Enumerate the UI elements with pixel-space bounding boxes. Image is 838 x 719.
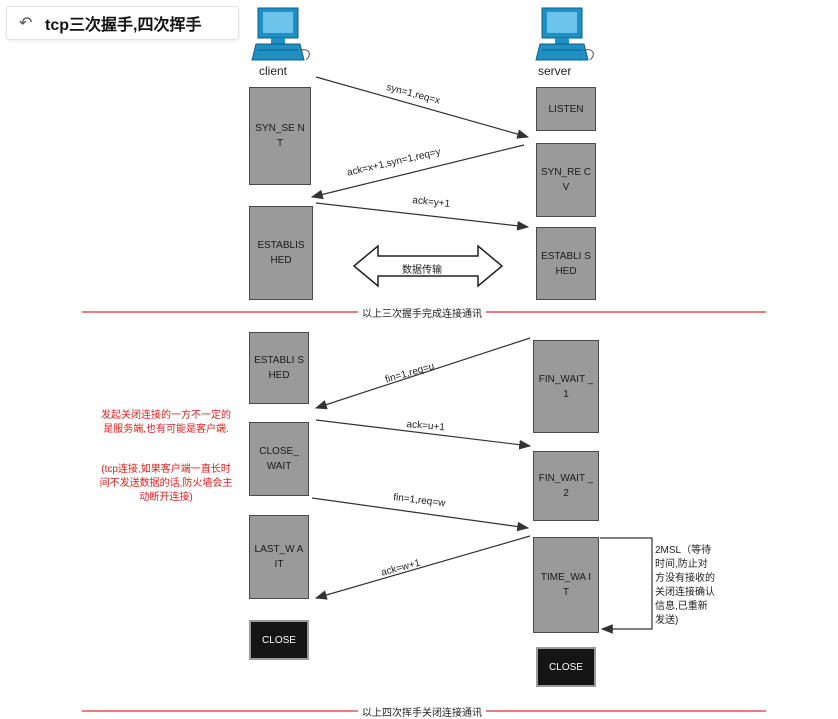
note-2msl: 2MSL（等待时间,防止对方没有接收的关闭连接确认信息,已重新发送)	[655, 545, 715, 626]
arrow-fin-w	[311, 497, 530, 532]
divider-label-handshake: 以上三次握手完成连接通讯	[358, 305, 486, 320]
note-who-closes: 发起关闭连接的一方不一定的是服务端,也有可能是客户端.	[101, 410, 231, 435]
page-title: tcp三次握手,四次挥手	[45, 17, 202, 34]
data-transfer-label: 数据传输	[402, 265, 442, 276]
arrow-ack-w	[314, 535, 531, 600]
client-label: client	[259, 64, 288, 78]
state-client-close-wait: CLOSE_ WAIT	[249, 422, 309, 496]
state-client-last-wait: LAST_W AIT	[249, 515, 309, 599]
divider-label-wave: 以上四次挥手关闭连接通讯	[358, 704, 486, 719]
state-server-fin-wait-2: FIN_WAIT _2	[533, 451, 599, 521]
state-server-fin-wait-1: FIN_WAIT _1	[533, 340, 599, 433]
state-client-syn-sent: SYN_SE NT	[249, 87, 311, 185]
arrow-fin-u	[314, 337, 531, 410]
state-server-close: CLOSE	[536, 647, 596, 687]
state-client-established-2: ESTABLI SHED	[249, 332, 309, 404]
arrow-syn	[315, 76, 530, 139]
server-computer-icon	[535, 7, 594, 61]
state-server-established: ESTABLI SHED	[536, 227, 596, 300]
back-arrow-icon[interactable]: ↶	[19, 15, 33, 32]
arrow-syn-ack	[310, 144, 525, 200]
arrow-ack	[315, 202, 530, 231]
client-computer-icon	[251, 7, 310, 61]
state-server-syn-rcvd: SYN_RE CV	[536, 143, 596, 217]
state-client-established: ESTABLIS HED	[249, 206, 313, 300]
arrow-2msl-loop	[600, 537, 653, 634]
server-label: server	[538, 64, 572, 78]
title-card: ↶ tcp三次握手,四次挥手	[6, 6, 239, 40]
note-firewall: (tcp连接,如果客户端一直长时间不发送数据的话,防火墙会主动断开连接)	[99, 464, 233, 503]
arrow-ack-u	[315, 419, 532, 450]
state-client-close: CLOSE	[249, 620, 309, 660]
state-server-listen: LISTEN	[536, 87, 596, 131]
state-server-time-wait: TIME_WA IT	[533, 537, 599, 633]
data-transfer-arrow	[352, 244, 504, 288]
